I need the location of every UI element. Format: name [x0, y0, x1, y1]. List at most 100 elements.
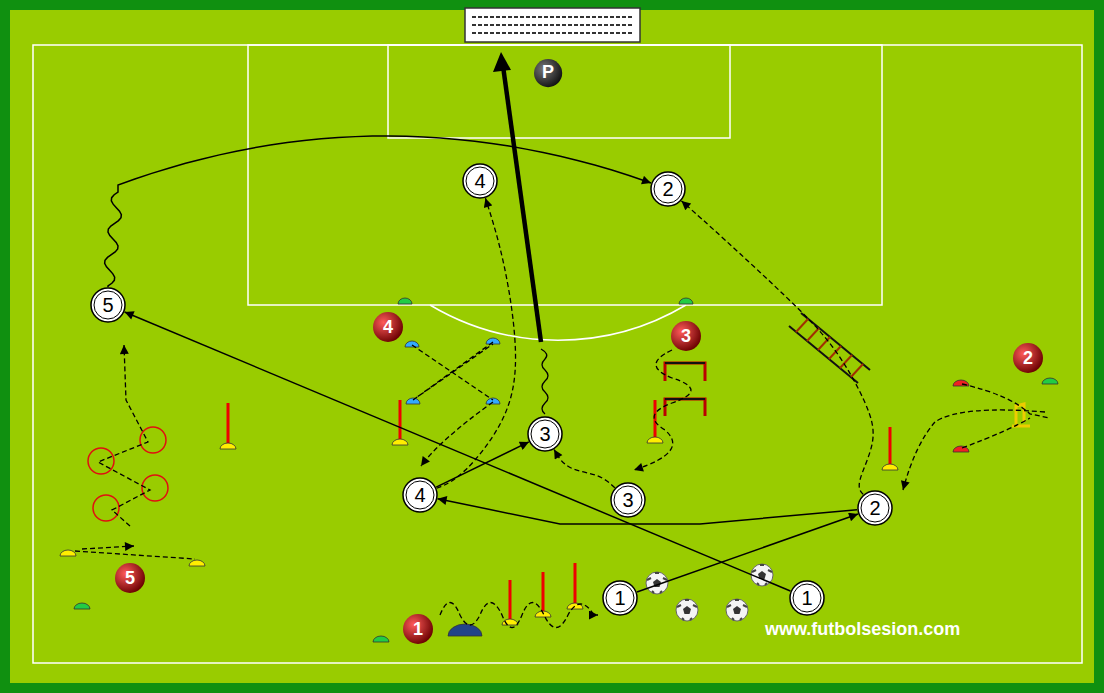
- shot-arrow: [503, 66, 541, 342]
- rung: [807, 328, 819, 341]
- player-number: 4: [474, 170, 485, 193]
- station-label: 4: [383, 317, 393, 338]
- station-label: 1: [413, 619, 423, 640]
- station-number: 1: [402, 613, 434, 645]
- dribble-line: [541, 349, 548, 414]
- player-circle-outline: [403, 478, 437, 512]
- player-circle-outline: [463, 164, 497, 198]
- player-circle: 1: [602, 580, 638, 616]
- cone: [486, 338, 500, 344]
- rung: [851, 364, 863, 377]
- hurdle-run: [634, 350, 691, 470]
- ball: [676, 599, 698, 621]
- ball: [726, 599, 748, 621]
- station-label: 2: [1023, 348, 1033, 369]
- station-number-outline: [115, 563, 145, 593]
- pole-base: [882, 464, 898, 470]
- player-circle-outline: [91, 288, 125, 322]
- pole: [399, 400, 402, 440]
- station-runs: [75, 342, 1050, 628]
- player-inner-ring: [94, 291, 122, 319]
- pole-base: [220, 443, 236, 449]
- ring: [142, 475, 168, 501]
- station-label: 3: [681, 326, 691, 347]
- station-number-outline: [403, 614, 433, 644]
- run-arrow: [437, 198, 516, 488]
- cone: [679, 298, 693, 304]
- pole: [227, 403, 230, 444]
- penalty-box: [248, 45, 882, 305]
- pole-base: [647, 437, 663, 443]
- ladder-rungs: [796, 319, 863, 377]
- player-inner-ring: [466, 167, 494, 195]
- run-arrow: [681, 201, 873, 494]
- penalty-arc: [430, 305, 686, 340]
- station-number: 2: [1012, 342, 1044, 374]
- player-inner-ring: [793, 584, 821, 612]
- sprint-run: [82, 546, 134, 549]
- player-inner-ring: [406, 481, 434, 509]
- rung: [796, 319, 808, 332]
- player-circle-outline: [528, 417, 562, 451]
- goal-area: [388, 45, 730, 138]
- station-number: 3: [670, 320, 702, 352]
- station-number: 4: [372, 311, 404, 343]
- pass-arrow: [436, 442, 529, 487]
- goal-net: [472, 17, 633, 33]
- pitch-lines: [33, 45, 1082, 663]
- cone: [189, 560, 205, 566]
- cone: [398, 298, 412, 304]
- pitch-grass: [10, 10, 1094, 683]
- pass-arrow: [438, 499, 857, 524]
- goalkeeper-marker: P: [533, 58, 563, 88]
- cone-run: [412, 342, 493, 400]
- touch-line: [33, 45, 1082, 663]
- cone-run: [421, 402, 493, 466]
- goalkeeper-marker-outline: [534, 59, 562, 87]
- player-inner-ring: [861, 494, 889, 522]
- poles: [220, 400, 898, 625]
- player-circle-outline: [603, 581, 637, 615]
- hurdle-bar: [665, 362, 705, 364]
- goalkeeper-label: P: [542, 62, 554, 83]
- player-circle: 3: [527, 416, 563, 452]
- station-number-outline: [373, 312, 403, 342]
- player-circle-outline: [651, 172, 685, 206]
- player-circle-outline: [790, 581, 824, 615]
- station-number: 5: [114, 562, 146, 594]
- player-circle: 2: [857, 490, 893, 526]
- ring: [140, 427, 166, 453]
- station-label: 5: [125, 568, 135, 589]
- player-number: 1: [801, 587, 812, 610]
- pole-base: [392, 439, 408, 445]
- net-line: [472, 16, 633, 18]
- run-arrow: [554, 450, 615, 488]
- mannequin-run: [903, 410, 1045, 490]
- hurdles: [665, 363, 705, 416]
- player-number: 2: [662, 178, 673, 201]
- player-circle: 5: [90, 287, 126, 323]
- player-number: 5: [102, 294, 113, 317]
- dribble-cross-arrow: [105, 136, 651, 287]
- cone: [486, 398, 500, 404]
- cone: [406, 398, 420, 404]
- player-circle-outline: [611, 483, 645, 517]
- pole-base: [502, 619, 518, 625]
- player-circle-outline: [858, 491, 892, 525]
- player-number: 2: [869, 497, 880, 520]
- hurdle: [665, 399, 705, 416]
- pole: [509, 580, 512, 620]
- cone: [373, 636, 389, 642]
- player-inner-ring: [654, 175, 682, 203]
- player-inner-ring: [531, 420, 559, 448]
- player-number: 3: [622, 489, 633, 512]
- pole: [889, 427, 892, 465]
- player-inner-ring: [606, 584, 634, 612]
- hurdle: [665, 363, 705, 381]
- player-number: 4: [414, 484, 425, 507]
- net-line: [472, 32, 633, 34]
